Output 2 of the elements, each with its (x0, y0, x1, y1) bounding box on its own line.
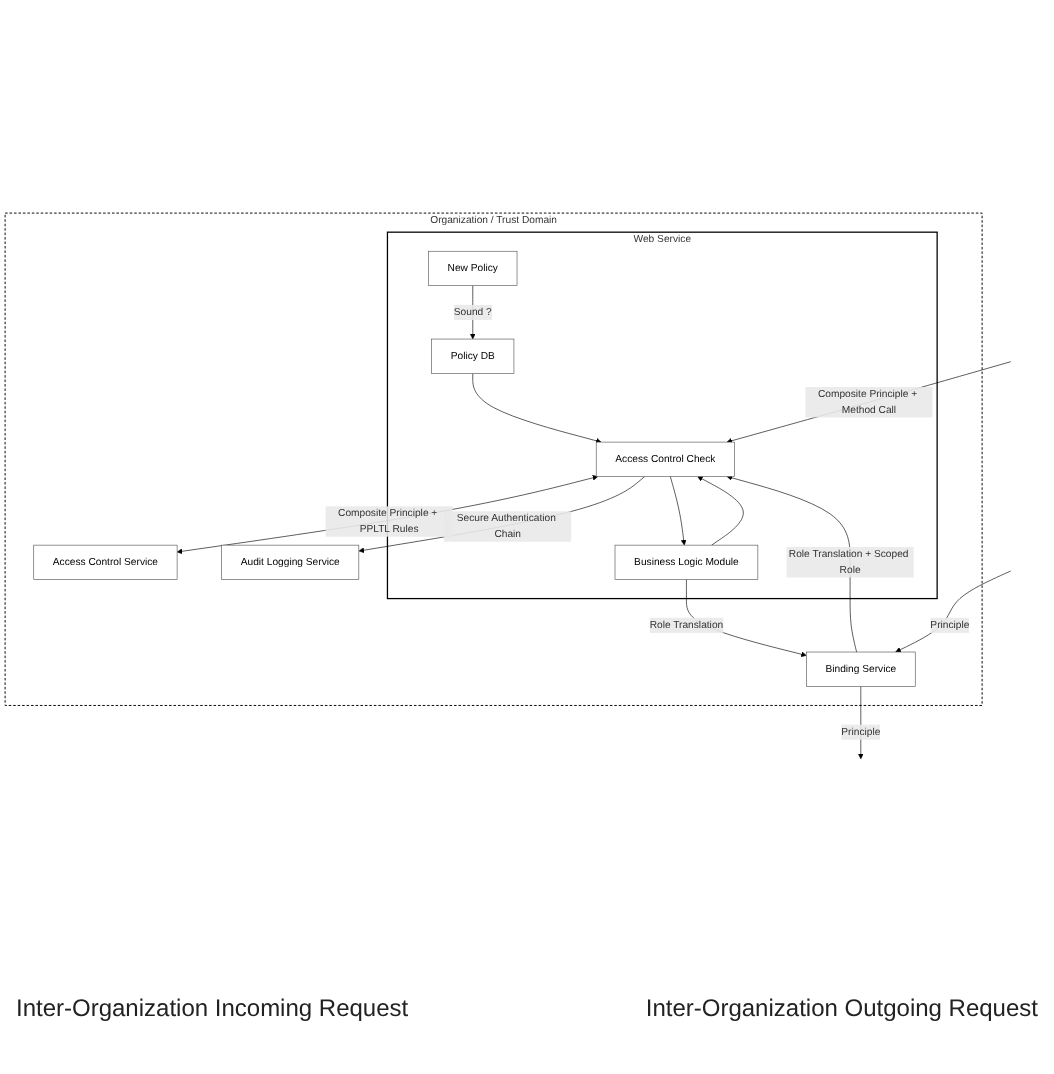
note-text: Inter-Organization Outgoing Request (645, 994, 1038, 1022)
note-text: Inter-Organization Incoming Request (16, 994, 409, 1022)
